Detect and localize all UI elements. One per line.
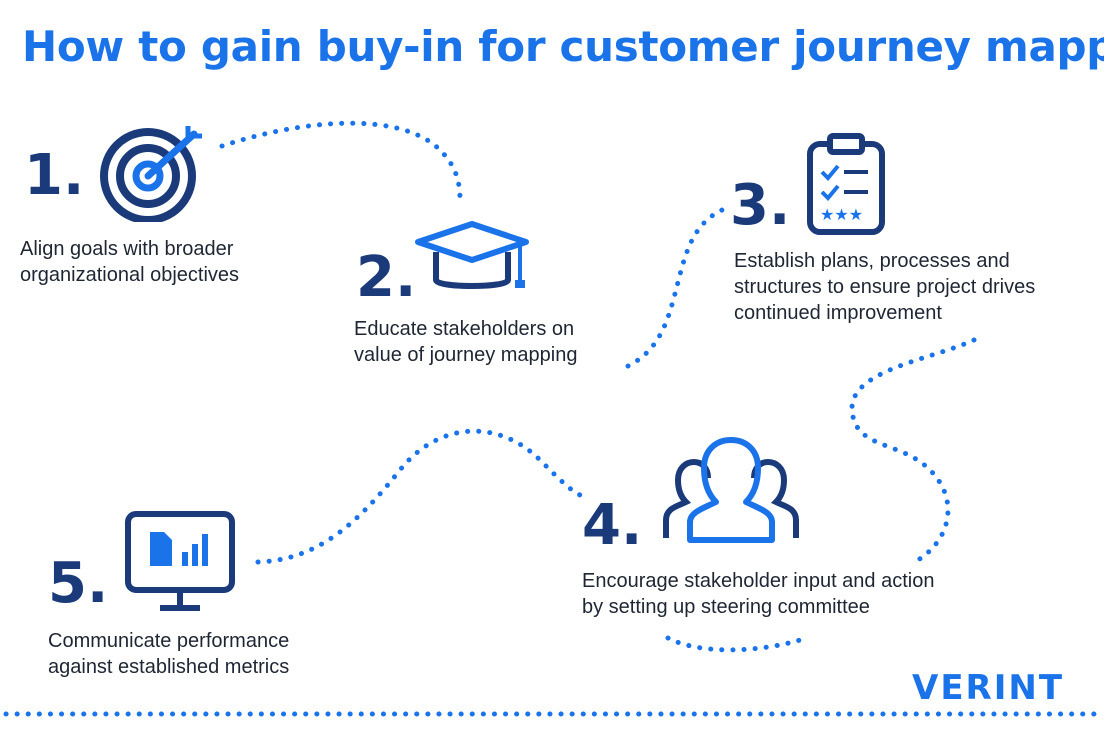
step-2-number: 2. xyxy=(356,245,417,310)
graduation-cap-icon xyxy=(415,221,529,289)
clipboard-checklist-icon: ★★★ xyxy=(807,133,885,235)
team-icon xyxy=(663,437,799,543)
connector-2-3 xyxy=(625,207,725,369)
connector-1-2 xyxy=(219,120,463,203)
target-icon xyxy=(100,126,202,222)
connector-3-4 xyxy=(849,337,977,563)
step-1-number: 1. xyxy=(24,143,85,208)
connector-5-4 xyxy=(255,428,583,565)
step-5-description: Communicate performance against establis… xyxy=(48,630,290,678)
step-3-number: 3. xyxy=(730,173,791,238)
step-5-number: 5. xyxy=(48,551,109,616)
step-1-description: Align goals with broader organizational … xyxy=(20,238,240,286)
page-title: How to gain buy-in for customer journey … xyxy=(22,22,1104,71)
connector-4-bottom xyxy=(665,635,803,653)
step-4-number: 4. xyxy=(582,493,643,558)
svg-text:★★★: ★★★ xyxy=(820,205,863,224)
step-4-description: Encourage stakeholder input and action b… xyxy=(582,570,935,618)
step-2-description: Educate stakeholders on value of journey… xyxy=(354,318,578,366)
monitor-chart-icon xyxy=(125,511,235,611)
verint-logo: VERINT xyxy=(912,668,1065,708)
step-3-description: Establish plans, processes and structure… xyxy=(734,250,1036,324)
